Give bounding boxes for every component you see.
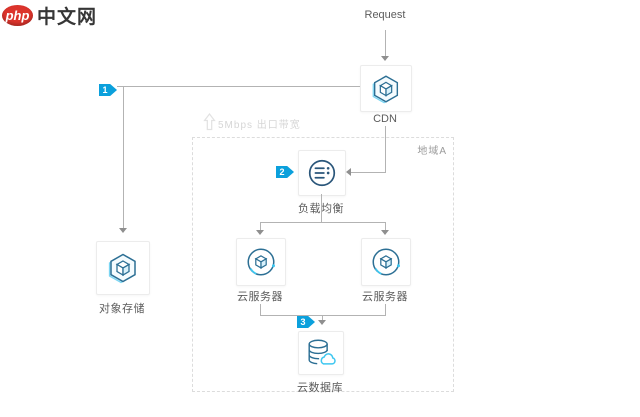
load-balancer-circle-icon [308,159,336,187]
bandwidth-label: 5Mbps 出口带宽 [218,120,301,131]
php-logo-ellipse: php [2,5,33,26]
step-badge-3: 3 [297,316,315,328]
arrowhead-into-object-storage [119,228,127,233]
node-load-balancer [298,150,346,196]
connector-into-server-left [260,222,261,231]
connector-server-left-down [260,304,261,315]
hexagon-cube-icon [108,253,136,284]
arrowhead-into-cdn [381,56,389,61]
arrowhead-into-database [318,320,326,325]
server-left-label: 云服务器 [237,291,283,303]
step-badge-1: 1 [99,84,117,96]
site-logo: php 中文网 [2,2,97,29]
connector-join [260,315,386,316]
node-cdn [360,65,412,112]
cdn-label: CDN [373,113,397,125]
node-object-storage [96,241,150,295]
request-label: Request [364,9,406,21]
region-a-boundary: 地域A [192,137,454,392]
arrowhead-into-lb [346,168,351,176]
cloud-server-icon [247,248,275,276]
connector-lb-down [321,194,322,222]
arrowhead-into-server-right [381,230,389,235]
connector-cdn-left [117,86,360,87]
connector-down-object-storage [123,86,124,228]
object-storage-label: 对象存储 [99,303,145,315]
connector-into-database [322,315,323,320]
connector-cdn-down [385,126,386,172]
node-server-right [361,238,411,286]
bandwidth-up-arrow-icon [203,112,216,132]
node-server-left [236,238,286,286]
database-label: 云数据库 [297,382,343,394]
connector-server-right-down [385,304,386,315]
connector-split [260,222,386,223]
site-logo-text: 中文网 [37,7,98,28]
cloud-database-icon [308,339,336,365]
server-right-label: 云服务器 [362,291,408,303]
load-balancer-label: 负载均衡 [291,200,351,216]
cloud-server-icon [372,248,400,276]
connector-into-server-right [385,222,386,231]
connector-into-lb [351,172,386,173]
step-badge-2: 2 [276,166,294,178]
hexagon-cube-icon [372,74,399,103]
arrowhead-into-server-left [256,230,264,235]
connector-request-cdn [385,30,386,56]
node-database [298,331,344,375]
region-label: 地域A [417,146,447,157]
